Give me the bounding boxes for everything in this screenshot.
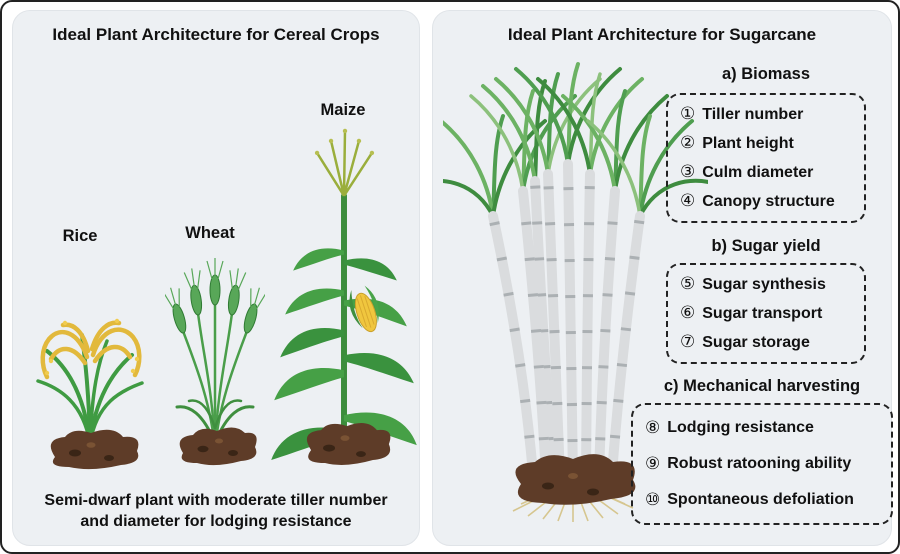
- section-heading-sugar-yield: b) Sugar yield: [711, 237, 821, 255]
- trait-number-icon: ⑧: [645, 417, 661, 438]
- trait-number-icon: ⑥: [680, 303, 696, 323]
- trait-number-icon: ⑩: [645, 489, 661, 510]
- trait-label: Tiller number: [702, 105, 804, 123]
- trait-culm-diameter: ③ Culm diameter: [668, 158, 864, 187]
- trait-number-icon: ④: [680, 191, 696, 211]
- section-heading-mechanical-harvesting: c) Mechanical harvesting: [663, 377, 861, 395]
- trait-number-icon: ③: [680, 162, 696, 182]
- trait-number-icon: ①: [680, 104, 696, 124]
- rice-panicles: [40, 320, 142, 380]
- trait-lodging-resistance: ⑧ Lodging resistance: [633, 410, 891, 446]
- rice-soil: [50, 429, 139, 470]
- trait-label: Culm diameter: [702, 163, 814, 181]
- trait-label: Canopy structure: [702, 192, 835, 210]
- trait-spontaneous-defoliation: ⑩ Spontaneous defoliation: [633, 482, 891, 518]
- cereal-caption: Semi-dwarf plant with moderate tiller nu…: [44, 491, 388, 531]
- rice-label: Rice: [62, 227, 98, 245]
- trait-sugar-synthesis: ⑤ Sugar synthesis: [668, 270, 864, 299]
- trait-sugar-storage: ⑦ Sugar storage: [668, 328, 864, 357]
- sugarcane-stalks: [493, 164, 640, 478]
- trait-sugar-transport: ⑥ Sugar transport: [668, 299, 864, 328]
- maize-ear: [349, 285, 379, 333]
- trait-label: Plant height: [702, 134, 794, 152]
- cereal-crops-panel: Ideal Plant Architecture for Cereal Crop…: [12, 10, 420, 546]
- sugarcane-plant-illustration: [443, 62, 708, 522]
- wheat-plant-illustration: [165, 258, 265, 466]
- biomass-box: ① Tiller number ② Plant height ③ Culm di…: [666, 93, 866, 223]
- trait-canopy-structure: ④ Canopy structure: [668, 187, 864, 216]
- trait-label: Spontaneous defoliation: [667, 491, 854, 508]
- trait-plant-height: ② Plant height: [668, 129, 864, 158]
- trait-label: Sugar storage: [702, 333, 810, 351]
- mechanical-harvesting-box: ⑧ Lodging resistance ⑨ Robust ratooning …: [631, 403, 893, 525]
- sugar-yield-box: ⑤ Sugar synthesis ⑥ Sugar transport ⑦ Su…: [666, 263, 866, 364]
- maize-tassel: [314, 128, 375, 197]
- sugarcane-soil: [515, 454, 636, 505]
- trait-label: Sugar synthesis: [702, 275, 826, 293]
- trait-number-icon: ⑨: [645, 453, 661, 474]
- trait-number-icon: ②: [680, 133, 696, 153]
- section-heading-biomass: a) Biomass: [721, 65, 811, 83]
- cereal-panel-title: Ideal Plant Architecture for Cereal Crop…: [52, 25, 380, 44]
- trait-number-icon: ⑦: [680, 332, 696, 352]
- trait-label: Sugar transport: [702, 304, 823, 322]
- maize-plant-illustration: [271, 128, 417, 465]
- maize-leaves: [271, 248, 417, 461]
- trait-label: Robust ratooning ability: [667, 455, 852, 472]
- wheat-label: Wheat: [185, 224, 235, 242]
- trait-label: Lodging resistance: [667, 419, 814, 436]
- trait-robust-ratooning-ability: ⑨ Robust ratooning ability: [633, 446, 891, 482]
- wheat-soil: [179, 427, 257, 466]
- sugarcane-panel-title: Ideal Plant Architecture for Sugarcane: [507, 25, 817, 44]
- trait-number-icon: ⑤: [680, 274, 696, 294]
- trait-tiller-number: ① Tiller number: [668, 100, 864, 129]
- sugarcane-panel: Ideal Plant Architecture for Sugarcane: [432, 10, 893, 546]
- maize-soil: [306, 422, 391, 465]
- rice-plant-illustration: [36, 318, 144, 470]
- maize-label: Maize: [320, 101, 366, 119]
- wheat-heads: [165, 258, 265, 334]
